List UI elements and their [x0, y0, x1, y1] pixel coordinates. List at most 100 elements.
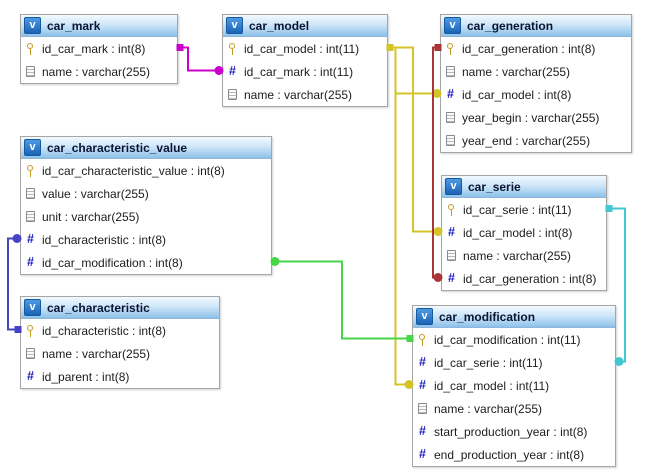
- column-row[interactable]: id_car_serie : int(11): [442, 198, 606, 221]
- column-label: id_characteristic : int(8): [42, 232, 167, 247]
- index-icon: [227, 65, 238, 78]
- column-row[interactable]: name : varchar(255): [223, 83, 387, 106]
- column-row[interactable]: id_car_model : int(11): [223, 37, 387, 60]
- collapse-toggle-icon[interactable]: v: [226, 17, 243, 34]
- column-label: id_car_mark : int(11): [244, 64, 354, 79]
- column-icon: [445, 111, 456, 124]
- column-row[interactable]: id_car_modification : int(8): [21, 251, 271, 274]
- column-label: year_begin : varchar(255): [462, 110, 600, 125]
- primary-key-icon: [25, 164, 36, 177]
- column-label: name : varchar(255): [463, 248, 572, 263]
- index-icon: [417, 356, 428, 369]
- column-icon: [227, 88, 238, 101]
- column-row[interactable]: name : varchar(255): [21, 342, 219, 365]
- column-icon: [25, 187, 36, 200]
- relation-line: [388, 46, 412, 386]
- table-header[interactable]: v car_characteristic: [21, 297, 219, 319]
- column-row[interactable]: id_car_serie : int(11): [413, 351, 615, 374]
- column-icon: [446, 249, 457, 262]
- column-label: name : varchar(255): [462, 64, 571, 79]
- column-icon: [445, 134, 456, 147]
- table-header[interactable]: v car_model: [223, 15, 387, 37]
- collapse-toggle-icon[interactable]: v: [444, 17, 461, 34]
- table-header[interactable]: v car_generation: [441, 15, 631, 37]
- column-label: id_car_model : int(8): [462, 87, 572, 102]
- primary-key-icon: [25, 324, 36, 337]
- index-icon: [417, 448, 428, 461]
- column-label: id_car_model : int(11): [434, 378, 550, 393]
- column-icon: [25, 210, 36, 223]
- collapse-toggle-icon[interactable]: v: [24, 299, 41, 316]
- column-label: name : varchar(255): [434, 401, 543, 416]
- column-label: id_car_modification : int(8): [42, 255, 183, 270]
- index-icon: [446, 272, 457, 285]
- column-label: name : varchar(255): [244, 87, 353, 102]
- column-label: year_end : varchar(255): [462, 133, 591, 148]
- column-row[interactable]: id_car_model : int(8): [442, 221, 606, 244]
- table-car_model[interactable]: v car_model id_car_model : int(11) id_car…: [222, 14, 388, 107]
- column-row[interactable]: name : varchar(255): [441, 60, 631, 83]
- table-car_generation[interactable]: v car_generation id_car_generation : int…: [440, 14, 632, 153]
- column-row[interactable]: start_production_year : int(8): [413, 420, 615, 443]
- column-row[interactable]: id_car_modification : int(11): [413, 328, 615, 351]
- column-label: id_car_model : int(8): [463, 225, 573, 240]
- column-row[interactable]: id_characteristic : int(8): [21, 228, 271, 251]
- column-row[interactable]: id_car_mark : int(11): [223, 60, 387, 83]
- column-row[interactable]: id_car_generation : int(8): [442, 267, 606, 290]
- collapse-toggle-icon[interactable]: v: [24, 17, 41, 34]
- column-label: id_car_mark : int(8): [42, 41, 146, 56]
- column-row[interactable]: id_car_generation : int(8): [441, 37, 631, 60]
- collapse-toggle-icon[interactable]: v: [445, 178, 462, 195]
- column-label: id_car_characteristic_value : int(8): [42, 163, 225, 178]
- table-header[interactable]: v car_modification: [413, 306, 615, 328]
- table-car_characteristic[interactable]: v car_characteristic id_characteristic :…: [20, 296, 220, 389]
- column-row[interactable]: id_parent : int(8): [21, 365, 219, 388]
- column-label: id_car_generation : int(8): [462, 41, 596, 56]
- relation-line: [388, 46, 440, 95]
- primary-key-icon: [445, 42, 456, 55]
- column-row[interactable]: id_car_characteristic_value : int(8): [21, 159, 271, 182]
- column-row[interactable]: end_production_year : int(8): [413, 443, 615, 466]
- index-icon: [25, 370, 36, 383]
- column-label: id_car_modification : int(11): [434, 332, 581, 347]
- relation-line: [7, 237, 20, 331]
- column-icon: [25, 65, 36, 78]
- column-row[interactable]: name : varchar(255): [21, 60, 177, 83]
- column-label: name : varchar(255): [42, 346, 151, 361]
- table-header[interactable]: v car_serie: [442, 176, 606, 198]
- table-header[interactable]: v car_mark: [21, 15, 177, 37]
- table-car_modification[interactable]: v car_modification id_car_modification :…: [412, 305, 616, 467]
- column-row[interactable]: unit : varchar(255): [21, 205, 271, 228]
- column-label: unit : varchar(255): [42, 209, 140, 224]
- column-row[interactable]: value : varchar(255): [21, 182, 271, 205]
- table-title: car_modification: [439, 309, 536, 324]
- column-label: id_car_generation : int(8): [463, 271, 597, 286]
- table-car_serie[interactable]: v car_serie id_car_serie : int(11) id_car…: [441, 175, 607, 291]
- primary-key-icon: [227, 42, 238, 55]
- column-row[interactable]: id_car_model : int(8): [441, 83, 631, 106]
- column-row[interactable]: id_characteristic : int(8): [21, 319, 219, 342]
- column-icon: [25, 347, 36, 360]
- column-icon: [445, 65, 456, 78]
- column-row[interactable]: id_car_model : int(11): [413, 374, 615, 397]
- column-row[interactable]: name : varchar(255): [413, 397, 615, 420]
- column-label: id_car_serie : int(11): [434, 355, 543, 370]
- index-icon: [445, 88, 456, 101]
- collapse-toggle-icon[interactable]: v: [416, 308, 433, 325]
- column-row[interactable]: id_car_mark : int(8): [21, 37, 177, 60]
- table-car_mark[interactable]: v car_mark id_car_mark : int(8) name : va…: [20, 14, 178, 84]
- table-header[interactable]: v car_characteristic_value: [21, 137, 271, 159]
- table-title: car_characteristic: [47, 300, 150, 315]
- column-label: end_production_year : int(8): [434, 447, 585, 462]
- index-icon: [446, 226, 457, 239]
- column-row[interactable]: name : varchar(255): [442, 244, 606, 267]
- column-row[interactable]: year_end : varchar(255): [441, 129, 631, 152]
- index-icon: [25, 233, 36, 246]
- collapse-toggle-icon[interactable]: v: [24, 139, 41, 156]
- table-title: car_characteristic_value: [47, 140, 188, 155]
- column-label: name : varchar(255): [42, 64, 151, 79]
- column-row[interactable]: year_begin : varchar(255): [441, 106, 631, 129]
- table-car_characteristic_value[interactable]: v car_characteristic_value id_car_charac…: [20, 136, 272, 275]
- primary-key-icon: [25, 42, 36, 55]
